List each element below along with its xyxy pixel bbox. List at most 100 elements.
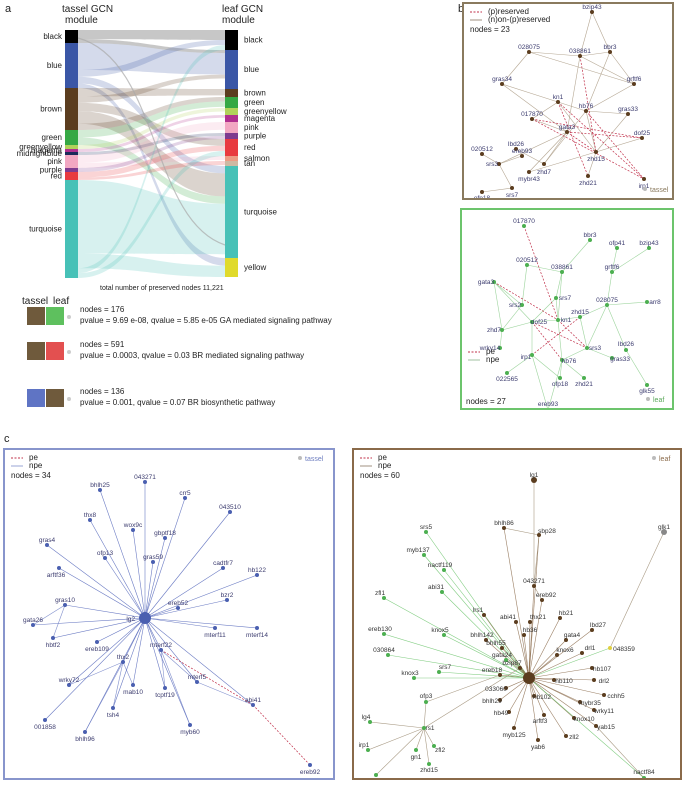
edge	[52, 604, 66, 639]
node-gata3	[492, 280, 496, 284]
node-label-kn1: kn1	[553, 94, 564, 101]
node-label-hbtf2: hbtf2	[46, 642, 61, 649]
node-wrky11	[592, 708, 596, 712]
edge-preserved	[531, 321, 588, 349]
node-label-ofp18: ofp18	[474, 195, 491, 198]
node-label-zhd21: zhd21	[575, 381, 593, 388]
edge	[528, 621, 531, 679]
node-bbr3	[588, 238, 592, 242]
edge	[557, 271, 563, 321]
node-028075	[527, 50, 531, 54]
left-bar-red	[65, 172, 78, 180]
left-label-purple: purple	[40, 166, 63, 175]
node-label-knox3: knox3	[401, 670, 419, 677]
edge	[585, 51, 611, 112]
node-label-ereb92: ereb92	[536, 592, 557, 599]
node-label-irp1: irp1	[359, 742, 370, 749]
edge	[144, 617, 216, 629]
edge-preserved	[585, 110, 645, 180]
right-label-black: black	[244, 36, 264, 45]
edge	[515, 148, 545, 165]
node-label-gras33: gras33	[610, 356, 630, 363]
network-c-leaf-svg: pe npe nodes = 60 leaf lg1bhlh86sbp28srs…	[359, 453, 671, 785]
network-c-tassel-svg: pe npe nodes = 34 tassel bhlh25043271crr…	[11, 453, 324, 776]
stat-swatch-left	[27, 342, 45, 360]
left-bar-turquoise	[65, 180, 78, 278]
node-label-bzip43: bzip43	[582, 4, 602, 11]
stat-nodes: nodes = 136	[80, 387, 125, 396]
left-bar-green	[65, 130, 78, 145]
edge	[531, 297, 557, 323]
node-label-zfl2: zfl2	[435, 747, 446, 754]
flow-red-to-red	[78, 145, 225, 178]
edge-preserved	[531, 321, 563, 361]
node-gras10	[63, 603, 67, 607]
edges	[32, 604, 311, 766]
network-b-tassel: (p)reserved (n)on-(p)reserved nodes = 23…	[462, 2, 674, 202]
right-label-magenta: magenta	[244, 114, 276, 123]
edge	[506, 354, 533, 374]
right-label-red: red	[244, 143, 256, 152]
edge	[579, 316, 588, 349]
legend-npe: npe	[29, 461, 43, 470]
node-label-zhd15: zhd15	[571, 309, 589, 316]
node-017870	[522, 224, 526, 228]
legend-tassel-label: tassel	[22, 296, 49, 307]
edge	[383, 633, 530, 679]
edge	[443, 569, 530, 679]
left-bar-blue	[65, 43, 78, 88]
node-glk1	[661, 529, 667, 535]
flow-midnightblue-to-purple	[78, 133, 225, 155]
edge	[528, 677, 645, 779]
edge	[68, 617, 146, 686]
node-label-thx21: thx21	[530, 614, 546, 621]
right-bar-purple	[225, 133, 238, 139]
node-label-zhd21: zhd21	[579, 180, 597, 187]
network-c-tassel-graph: bhlh25043271crr5thx8wox9cgbptf18043510gr…	[23, 474, 320, 776]
edge	[499, 329, 503, 349]
node-label-hb76: hb76	[562, 358, 577, 365]
left-bar-greenyellow	[65, 145, 78, 149]
edge	[555, 297, 559, 321]
edge	[493, 281, 533, 323]
edge	[528, 677, 605, 696]
node-020512	[525, 263, 529, 267]
node-label-ereb93: ereb93	[538, 401, 559, 408]
node-label-mterf5: mterf5	[188, 674, 207, 681]
left-module-labels: blackbluebrowngreengreenyellowmagentamid…	[17, 32, 63, 234]
edge	[132, 617, 146, 686]
edge	[543, 131, 568, 165]
edge	[58, 567, 146, 619]
node-label-020512: 020512	[516, 257, 538, 264]
node-irp1	[530, 353, 534, 357]
stat-dot	[67, 350, 71, 354]
node-label-038861: 038861	[551, 264, 573, 271]
right-label-greenyellow: greenyellow	[244, 107, 287, 116]
node-mterf5	[195, 680, 199, 684]
edge-preserved	[160, 649, 254, 706]
node-arr8	[645, 300, 649, 304]
node-ereb130	[382, 632, 386, 636]
flow-blue-to-turquoise	[78, 76, 225, 174]
left-bar-pink	[65, 155, 78, 168]
node-label-abi31: abi31	[428, 584, 444, 591]
node-label-tcptf19: tcptf19	[155, 692, 175, 699]
node-label-nactf119: nactf119	[428, 562, 453, 569]
node-irp1	[642, 177, 646, 181]
node-label-ereb109: ereb109	[85, 646, 109, 653]
node-label-lbd26: lbd26	[508, 141, 524, 148]
legend-npe: npe	[486, 355, 500, 364]
flow-blue-to-yellow	[78, 83, 225, 266]
node-cadtfr7	[221, 566, 225, 570]
node-bhlh29	[498, 698, 502, 702]
flow-turquoise-to-turquoise	[78, 180, 225, 255]
right-header-line2: module	[222, 15, 255, 26]
edge	[503, 527, 540, 536]
sankey-flows	[77, 30, 226, 278]
right-bar-greenyellow	[225, 108, 238, 115]
left-label-blue: blue	[47, 61, 63, 70]
edge	[499, 677, 530, 701]
node-label-zll2: zll2	[569, 734, 579, 741]
node-label-glk55: glk55	[639, 388, 655, 395]
